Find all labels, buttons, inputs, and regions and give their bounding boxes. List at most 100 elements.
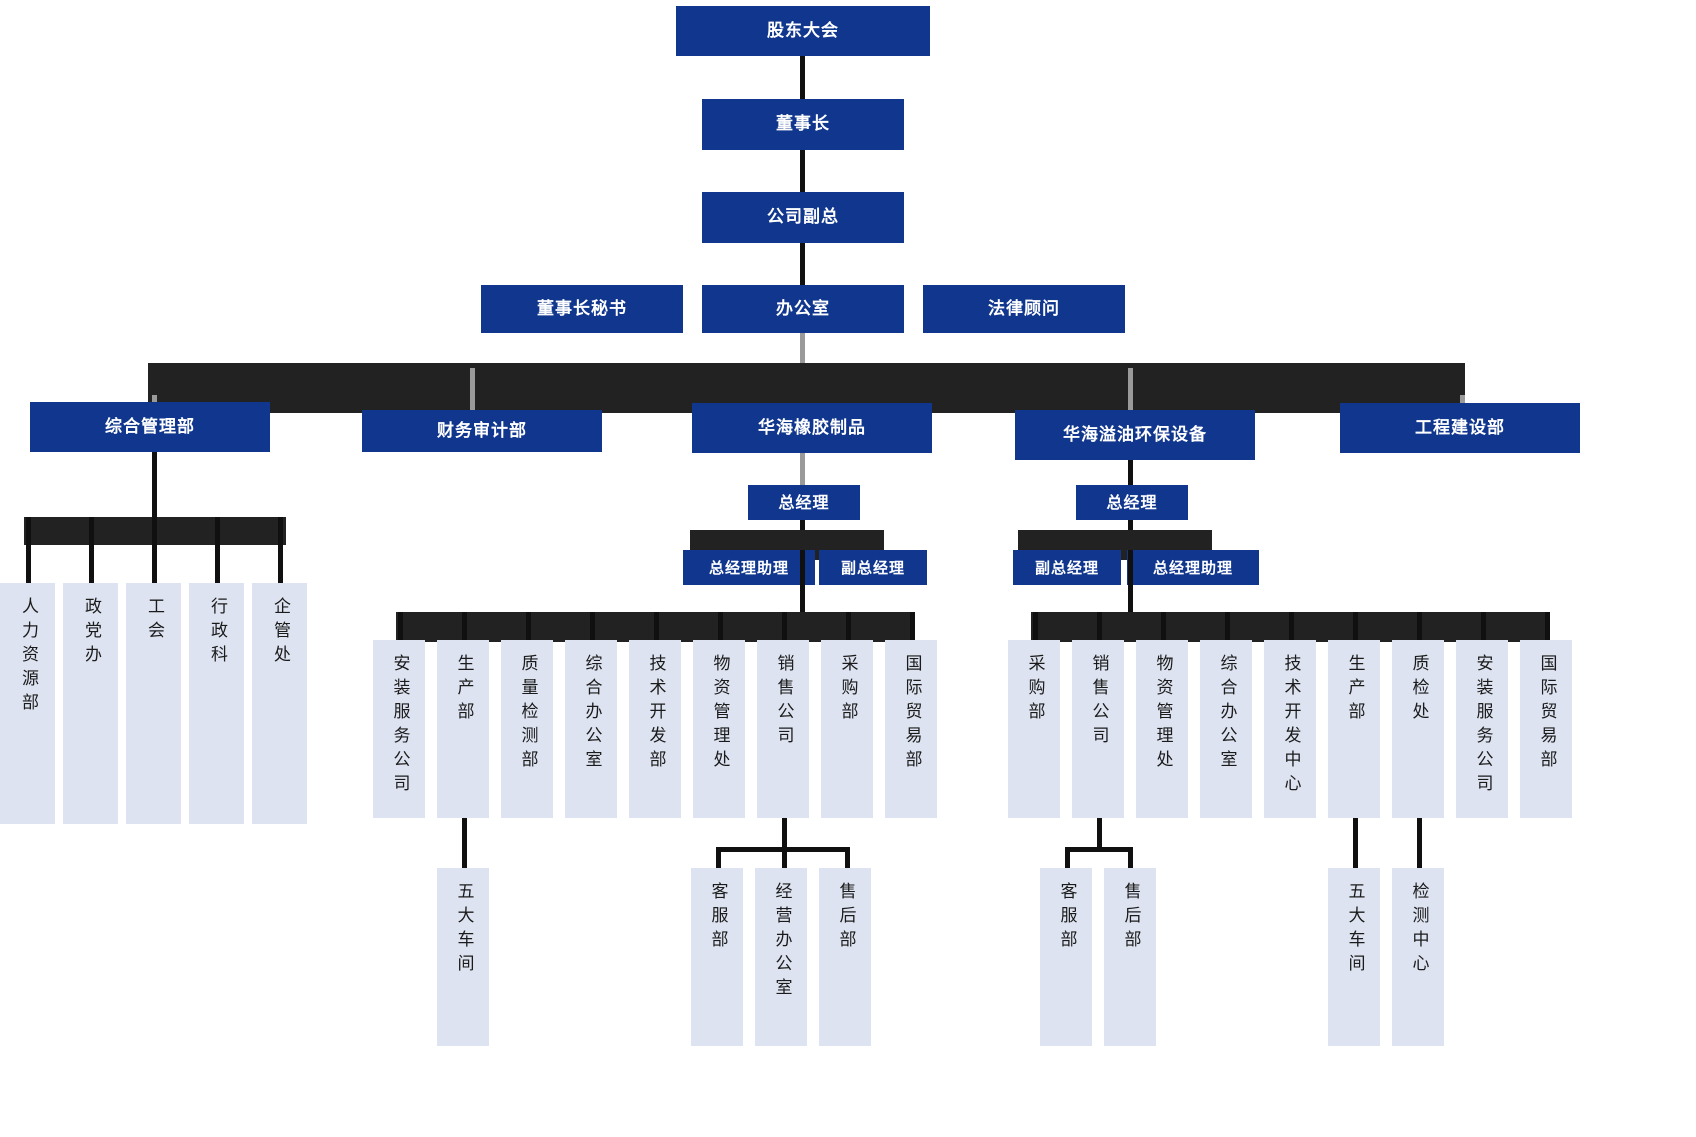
box-label: 华海橡胶制品 (758, 417, 866, 438)
leaf-hr-department[interactable]: 人力资源部 (0, 583, 55, 824)
leaf-label: 国际贸易部 (901, 654, 922, 774)
leaf-oilspill-five-workshops[interactable]: 五大车间 (1328, 868, 1380, 1046)
leaf-rubber-international-trade[interactable]: 国际贸易部 (885, 640, 937, 818)
leaf-label: 五大车间 (453, 882, 474, 978)
leaf-oilspill-sales-company[interactable]: 销售公司 (1072, 640, 1124, 818)
leaf-rubber-sales-company[interactable]: 销售公司 (757, 640, 809, 818)
leaf-oilspill-general-office[interactable]: 综合办公室 (1200, 640, 1252, 818)
box-rubber-general-manager[interactable]: 总经理 (748, 485, 860, 520)
connector-rubber-sales-down (782, 818, 787, 850)
connector-rubber-dept-5 (718, 612, 723, 645)
connector-rubber-production-to-workshops (462, 818, 467, 870)
leaf-administration-section[interactable]: 行政科 (189, 583, 244, 824)
leaf-oilspill-international-trade[interactable]: 国际贸易部 (1520, 640, 1572, 818)
connector-oilspill-gm-to-dept-bus (1128, 550, 1133, 640)
box-label: 总经理 (778, 492, 830, 512)
leaf-label: 客服部 (707, 882, 728, 954)
connector-oilspill-dept-1 (1097, 612, 1102, 645)
box-division-engineering[interactable]: 工程建设部 (1340, 403, 1580, 453)
leaf-oilspill-purchasing-department[interactable]: 采购部 (1008, 640, 1060, 818)
leaf-rubber-material-management[interactable]: 物资管理处 (693, 640, 745, 818)
box-label: 总经理助理 (1152, 558, 1233, 577)
leaf-rubber-purchasing-department[interactable]: 采购部 (821, 640, 873, 818)
connector-rubber-dept-3 (590, 612, 595, 645)
box-oilspill-gm-assistant[interactable]: 总经理助理 (1127, 550, 1259, 585)
leaf-label: 综合办公室 (581, 654, 602, 774)
leaf-oilspill-production-department[interactable]: 生产部 (1328, 640, 1380, 818)
leaf-label: 客服部 (1056, 882, 1077, 954)
box-label: 总经理助理 (708, 558, 789, 577)
leaf-rubber-five-workshops[interactable]: 五大车间 (437, 868, 489, 1046)
connector-oilspill-to-gm (1128, 460, 1133, 485)
leaf-oilspill-quality-inspection[interactable]: 质检处 (1392, 640, 1444, 818)
connector-oilspill-dept-0 (1033, 612, 1038, 645)
leaf-label: 采购部 (837, 654, 858, 726)
box-vice-president[interactable]: 公司副总 (702, 192, 904, 243)
leaf-rubber-tech-development[interactable]: 技术开发部 (629, 640, 681, 818)
leaf-oilspill-customer-service[interactable]: 客服部 (1040, 868, 1092, 1046)
leaf-oilspill-after-sales[interactable]: 售后部 (1104, 868, 1156, 1046)
box-office[interactable]: 办公室 (702, 285, 904, 333)
box-rubber-deputy-gm[interactable]: 副总经理 (819, 550, 927, 585)
connector-oilspill-dept-2 (1161, 612, 1166, 645)
box-label: 工程建设部 (1415, 417, 1505, 438)
box-division-oilspill[interactable]: 华海溢油环保设备 (1015, 410, 1255, 460)
leaf-oilspill-install-service-company[interactable]: 安装服务公司 (1456, 640, 1508, 818)
connector-rubber-dept-8 (910, 612, 915, 645)
connector-oilspill-dept-8 (1545, 612, 1550, 645)
connector-oilspill-dept-7 (1481, 612, 1486, 645)
box-division-finance-audit[interactable]: 财务审计部 (362, 410, 602, 452)
box-oilspill-general-manager[interactable]: 总经理 (1076, 485, 1188, 520)
leaf-label: 检测中心 (1408, 882, 1429, 978)
connector-oilspill-production-to-workshops (1353, 818, 1358, 870)
connector-oilspill-sales-down (1097, 818, 1102, 850)
connector-gm-child-2 (152, 517, 157, 585)
box-shareholders-meeting[interactable]: 股东大会 (676, 6, 930, 56)
leaf-label: 政党办 (81, 597, 101, 669)
connector-oilspill-dept-3 (1225, 612, 1230, 645)
leaf-rubber-quality-inspection[interactable]: 质量检测部 (501, 640, 553, 818)
leaf-enterprise-mgmt-office[interactable]: 企管处 (252, 583, 307, 824)
box-label: 副总经理 (840, 558, 905, 577)
leaf-label: 安装服务公司 (1472, 654, 1493, 798)
leaf-oilspill-testing-center[interactable]: 检测中心 (1392, 868, 1444, 1046)
leaf-labor-union[interactable]: 工会 (126, 583, 181, 824)
leaf-label: 工会 (144, 597, 164, 645)
connector-oilspill-sales-child-1 (1128, 847, 1133, 870)
box-chairman-secretary[interactable]: 董事长秘书 (481, 285, 683, 333)
leaf-label: 物资管理处 (1152, 654, 1173, 774)
box-label: 副总经理 (1034, 558, 1099, 577)
leaf-rubber-operations-office[interactable]: 经营办公室 (755, 868, 807, 1046)
box-chairman[interactable]: 董事长 (702, 99, 904, 150)
leaf-rubber-production-department[interactable]: 生产部 (437, 640, 489, 818)
box-label: 总经理 (1106, 492, 1158, 512)
connector-gm-child-4 (278, 517, 283, 585)
box-division-general-management[interactable]: 综合管理部 (30, 402, 270, 452)
leaf-oilspill-material-management[interactable]: 物资管理处 (1136, 640, 1188, 818)
box-division-rubber[interactable]: 华海橡胶制品 (692, 403, 932, 453)
box-legal-counsel[interactable]: 法律顾问 (923, 285, 1125, 333)
leaf-party-office[interactable]: 政党办 (63, 583, 118, 824)
leaf-label: 质量检测部 (517, 654, 538, 774)
box-label: 法律顾问 (988, 298, 1060, 319)
leaf-label: 安装服务公司 (389, 654, 410, 798)
leaf-label: 国际贸易部 (1536, 654, 1557, 774)
leaf-rubber-install-service-company[interactable]: 安装服务公司 (373, 640, 425, 818)
connector-bus-to-oilspill (1128, 368, 1133, 413)
box-oilspill-deputy-gm[interactable]: 副总经理 (1013, 550, 1121, 585)
leaf-label: 经营办公室 (771, 882, 792, 1002)
connector-shareholders-to-chairman (800, 55, 805, 105)
leaf-label: 销售公司 (1088, 654, 1109, 750)
leaf-label: 人力资源部 (18, 597, 38, 717)
leaf-rubber-general-office[interactable]: 综合办公室 (565, 640, 617, 818)
leaf-rubber-after-sales[interactable]: 售后部 (819, 868, 871, 1046)
connector-gm-child-3 (215, 517, 220, 585)
leaf-rubber-customer-service[interactable]: 客服部 (691, 868, 743, 1046)
leaf-label: 生产部 (453, 654, 474, 726)
connector-general-mgmt-down (152, 452, 157, 517)
box-rubber-gm-assistant[interactable]: 总经理助理 (683, 550, 815, 585)
leaf-label: 物资管理处 (709, 654, 730, 774)
leaf-oilspill-tech-development-center[interactable]: 技术开发中心 (1264, 640, 1316, 818)
connector-rubber-to-gm (800, 453, 805, 485)
connector-rubber-dept-1 (462, 612, 467, 645)
